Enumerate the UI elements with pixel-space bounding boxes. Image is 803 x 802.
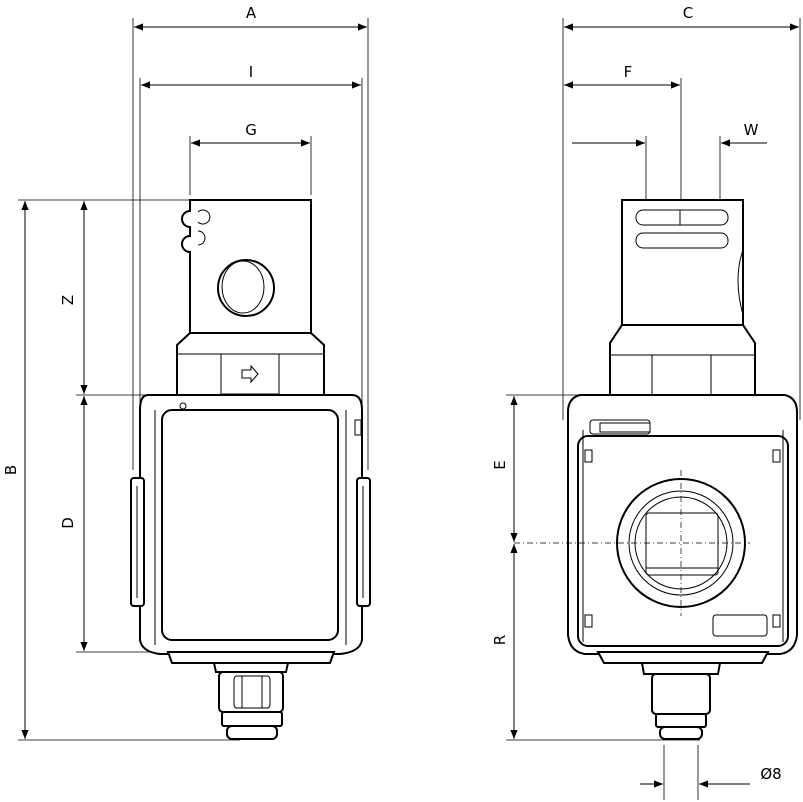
dim-label-g: G	[245, 121, 257, 139]
dim-label-d: D	[59, 517, 77, 529]
dim-label-c: C	[683, 4, 693, 22]
dim-label-port-diameter: Ø8	[760, 765, 781, 783]
dimension-labels: A I G Z D B C F W E R Ø8	[2, 4, 782, 783]
dim-label-w: W	[744, 121, 759, 139]
dim-label-e: E	[491, 460, 509, 469]
side-view	[506, 18, 801, 800]
dim-label-i: I	[249, 63, 253, 81]
dim-label-f: F	[624, 63, 633, 81]
dim-label-r: R	[491, 635, 509, 645]
dim-label-a: A	[246, 4, 257, 22]
front-view	[18, 18, 371, 741]
dim-label-z: Z	[59, 295, 77, 305]
dim-label-b: B	[2, 465, 20, 475]
